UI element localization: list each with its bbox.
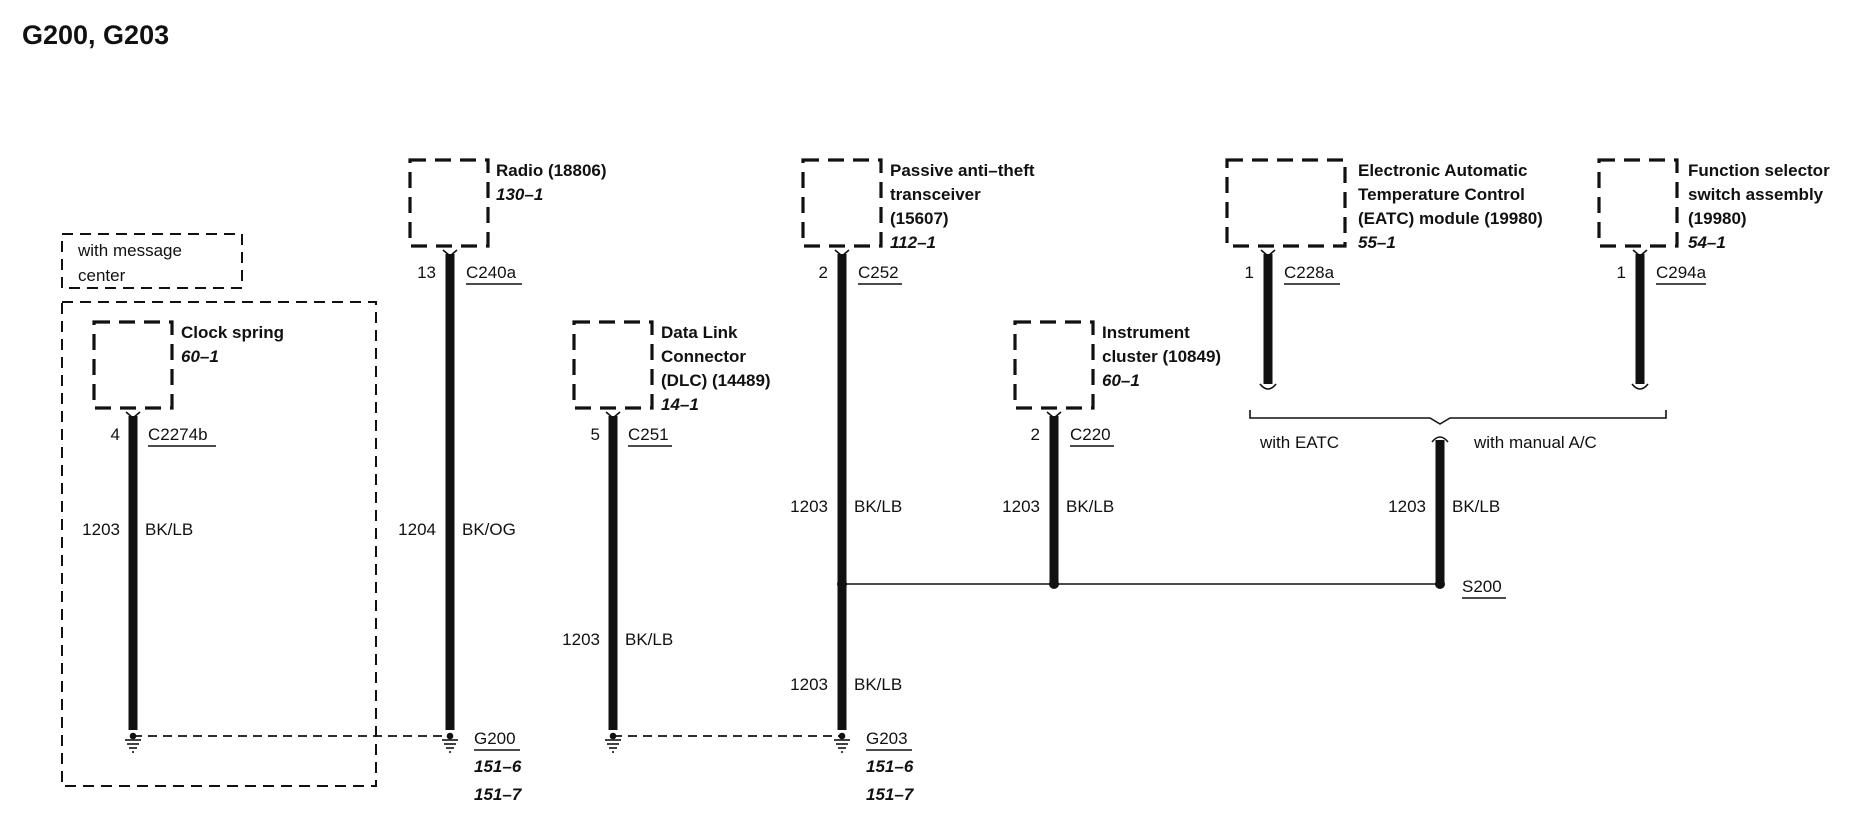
option-with-eatc: with EATC	[1259, 433, 1339, 452]
fss-name-line3: (19980)	[1688, 209, 1747, 228]
dlc-page-ref: 14–1	[661, 395, 699, 414]
dlc-pin: 5	[591, 425, 600, 444]
eatc-page-ref: 55–1	[1358, 233, 1396, 252]
pats-box	[801, 158, 883, 248]
splice-node-s200	[1435, 579, 1445, 589]
ground-symbol-clock-spring	[125, 732, 141, 753]
radio-page-ref: 130–1	[496, 185, 543, 204]
eatc-pin: 1	[1245, 263, 1254, 282]
eatc-wire-end	[1259, 383, 1277, 390]
splice-feed-wire-color: BK/LB	[1452, 497, 1500, 516]
pats-wire-color-upper: BK/LB	[854, 497, 902, 516]
splice-feed-circuit: 1203	[1388, 497, 1426, 516]
radio-box	[408, 158, 490, 248]
page-title: G200, G203	[22, 20, 170, 50]
pats-circuit-lower: 1203	[790, 675, 828, 694]
option-label-line2: center	[78, 266, 126, 285]
cluster-page-ref: 60–1	[1102, 371, 1140, 390]
fss-name-line2: switch assembly	[1688, 185, 1824, 204]
cluster-circuit: 1203	[1002, 497, 1040, 516]
option-label-box	[61, 233, 243, 289]
cluster-connector: C220	[1070, 425, 1111, 444]
option-label-line1: with message	[77, 241, 182, 260]
ground-symbols	[125, 732, 850, 753]
pats-component: Passive anti–theft transceiver (15607) 1…	[790, 158, 1035, 730]
fss-component: Function selector switch assembly (19980…	[1597, 158, 1830, 390]
option-brace-bracket	[1249, 410, 1667, 425]
clock-spring-page-ref: 60–1	[181, 347, 219, 366]
splice-node-cluster	[1049, 579, 1059, 589]
clock-spring-name: Clock spring	[181, 323, 284, 342]
radio-name: Radio (18806)	[496, 161, 607, 180]
clock-spring-pin: 4	[111, 425, 120, 444]
eatc-connector: C228a	[1284, 263, 1335, 282]
splice-s200: S200	[837, 577, 1506, 599]
ground-g203-label: G203	[866, 729, 908, 748]
cluster-component: Instrument cluster (10849) 60–1 2 C220 1…	[1002, 320, 1221, 584]
dlc-name-line3: (DLC) (14489)	[661, 371, 771, 390]
ground-g203-page-2: 151–7	[866, 785, 915, 804]
fss-page-ref: 54–1	[1688, 233, 1726, 252]
pats-connector: C252	[858, 263, 899, 282]
cluster-box	[1013, 320, 1095, 410]
clock-spring-circuit: 1203	[82, 520, 120, 539]
option-brace: with EATC with manual A/C 1203 BK/LB	[1249, 410, 1667, 584]
eatc-component: Electronic Automatic Temperature Control…	[1225, 158, 1543, 390]
fss-connector: C294a	[1656, 263, 1707, 282]
dlc-connector: C251	[628, 425, 669, 444]
pats-name-line2: transceiver	[890, 185, 981, 204]
eatc-box	[1225, 158, 1347, 248]
radio-circuit: 1204	[398, 520, 436, 539]
fss-pin: 1	[1617, 263, 1626, 282]
splice-label: S200	[1462, 577, 1502, 596]
dlc-name-line2: Connector	[661, 347, 746, 366]
dlc-component: Data Link Connector (DLC) (14489) 14–1 5…	[562, 320, 771, 730]
ground-g200-label: G200	[474, 729, 516, 748]
clock-spring-wire-color: BK/LB	[145, 520, 193, 539]
ground-symbol-pats	[834, 732, 850, 753]
splice-node-pats	[837, 579, 847, 589]
pats-page-ref: 112–1	[890, 233, 936, 252]
option-with-manual-ac: with manual A/C	[1473, 433, 1597, 452]
pats-wire-color-lower: BK/LB	[854, 675, 902, 694]
cluster-name-line2: cluster (10849)	[1102, 347, 1221, 366]
radio-pin: 13	[417, 263, 436, 282]
clock-spring-box	[92, 320, 174, 410]
fss-wire-end	[1631, 383, 1649, 390]
ground-symbol-radio	[442, 732, 458, 753]
cluster-pin: 2	[1031, 425, 1040, 444]
ground-g200-page-2: 151–7	[474, 785, 523, 804]
clock-spring-component: Clock spring 60–1 4 C2274b 1203 BK/LB	[82, 320, 284, 730]
dlc-circuit: 1203	[562, 630, 600, 649]
fss-name-line1: Function selector	[1688, 161, 1830, 180]
cluster-name-line1: Instrument	[1102, 323, 1190, 342]
ground-g203-page-1: 151–6	[866, 757, 914, 776]
pats-circuit-upper: 1203	[790, 497, 828, 516]
radio-connector: C240a	[466, 263, 517, 282]
eatc-name-line2: Temperature Control	[1358, 185, 1525, 204]
radio-component: Radio (18806) 130–1 13 C240a 1204 BK/OG	[398, 158, 607, 730]
dlc-wire-color: BK/LB	[625, 630, 673, 649]
clock-spring-connector: C2274b	[148, 425, 208, 444]
ground-symbol-dlc	[605, 732, 621, 753]
cluster-wire-color: BK/LB	[1066, 497, 1114, 516]
pats-name-line1: Passive anti–theft	[890, 161, 1035, 180]
pats-name-line3: (15607)	[890, 209, 949, 228]
pats-pin: 2	[819, 263, 828, 282]
option-region-box	[61, 301, 377, 787]
eatc-name-line1: Electronic Automatic	[1358, 161, 1527, 180]
dlc-box	[572, 320, 654, 410]
dlc-name-line1: Data Link	[661, 323, 738, 342]
ground-g200-page-1: 151–6	[474, 757, 522, 776]
option-wire-start	[1431, 436, 1449, 443]
radio-wire-color: BK/OG	[462, 520, 516, 539]
eatc-name-line3: (EATC) module (19980)	[1358, 209, 1543, 228]
fss-box	[1597, 158, 1679, 248]
